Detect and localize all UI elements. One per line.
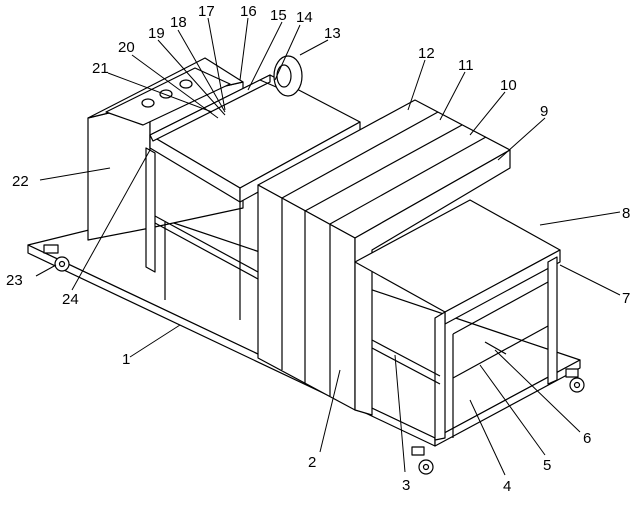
label-18: 18 <box>170 14 187 31</box>
label-11: 11 <box>458 57 474 74</box>
caster-wheels <box>43 244 585 475</box>
label-21: 21 <box>92 60 109 77</box>
fan-motor <box>273 55 303 97</box>
label-22: 22 <box>12 173 29 190</box>
label-2: 2 <box>308 454 316 471</box>
label-15: 15 <box>270 7 287 24</box>
caster-right <box>565 368 585 393</box>
caster-left <box>43 244 70 272</box>
tunnel-housing <box>257 99 511 416</box>
label-13: 13 <box>324 25 341 42</box>
label-16: 16 <box>240 3 257 20</box>
label-5: 5 <box>543 457 551 474</box>
label-6: 6 <box>583 430 591 447</box>
label-3: 3 <box>402 477 410 494</box>
caster-front <box>411 446 434 475</box>
label-7: 7 <box>622 290 630 307</box>
right-table <box>354 199 561 441</box>
label-4: 4 <box>503 478 511 495</box>
reference-numerals: 1 2 3 4 5 6 7 8 9 10 11 12 13 14 15 16 1… <box>6 3 630 495</box>
label-17: 17 <box>198 3 215 20</box>
label-1: 1 <box>122 351 130 368</box>
label-8: 8 <box>622 205 630 222</box>
label-20: 20 <box>118 39 135 56</box>
label-19: 19 <box>148 25 165 42</box>
label-14: 14 <box>296 9 313 26</box>
label-9: 9 <box>540 103 548 120</box>
leader-lines <box>35 17 621 476</box>
label-10: 10 <box>500 77 517 94</box>
label-24: 24 <box>62 291 79 308</box>
label-23: 23 <box>6 272 23 289</box>
label-12: 12 <box>418 45 435 62</box>
